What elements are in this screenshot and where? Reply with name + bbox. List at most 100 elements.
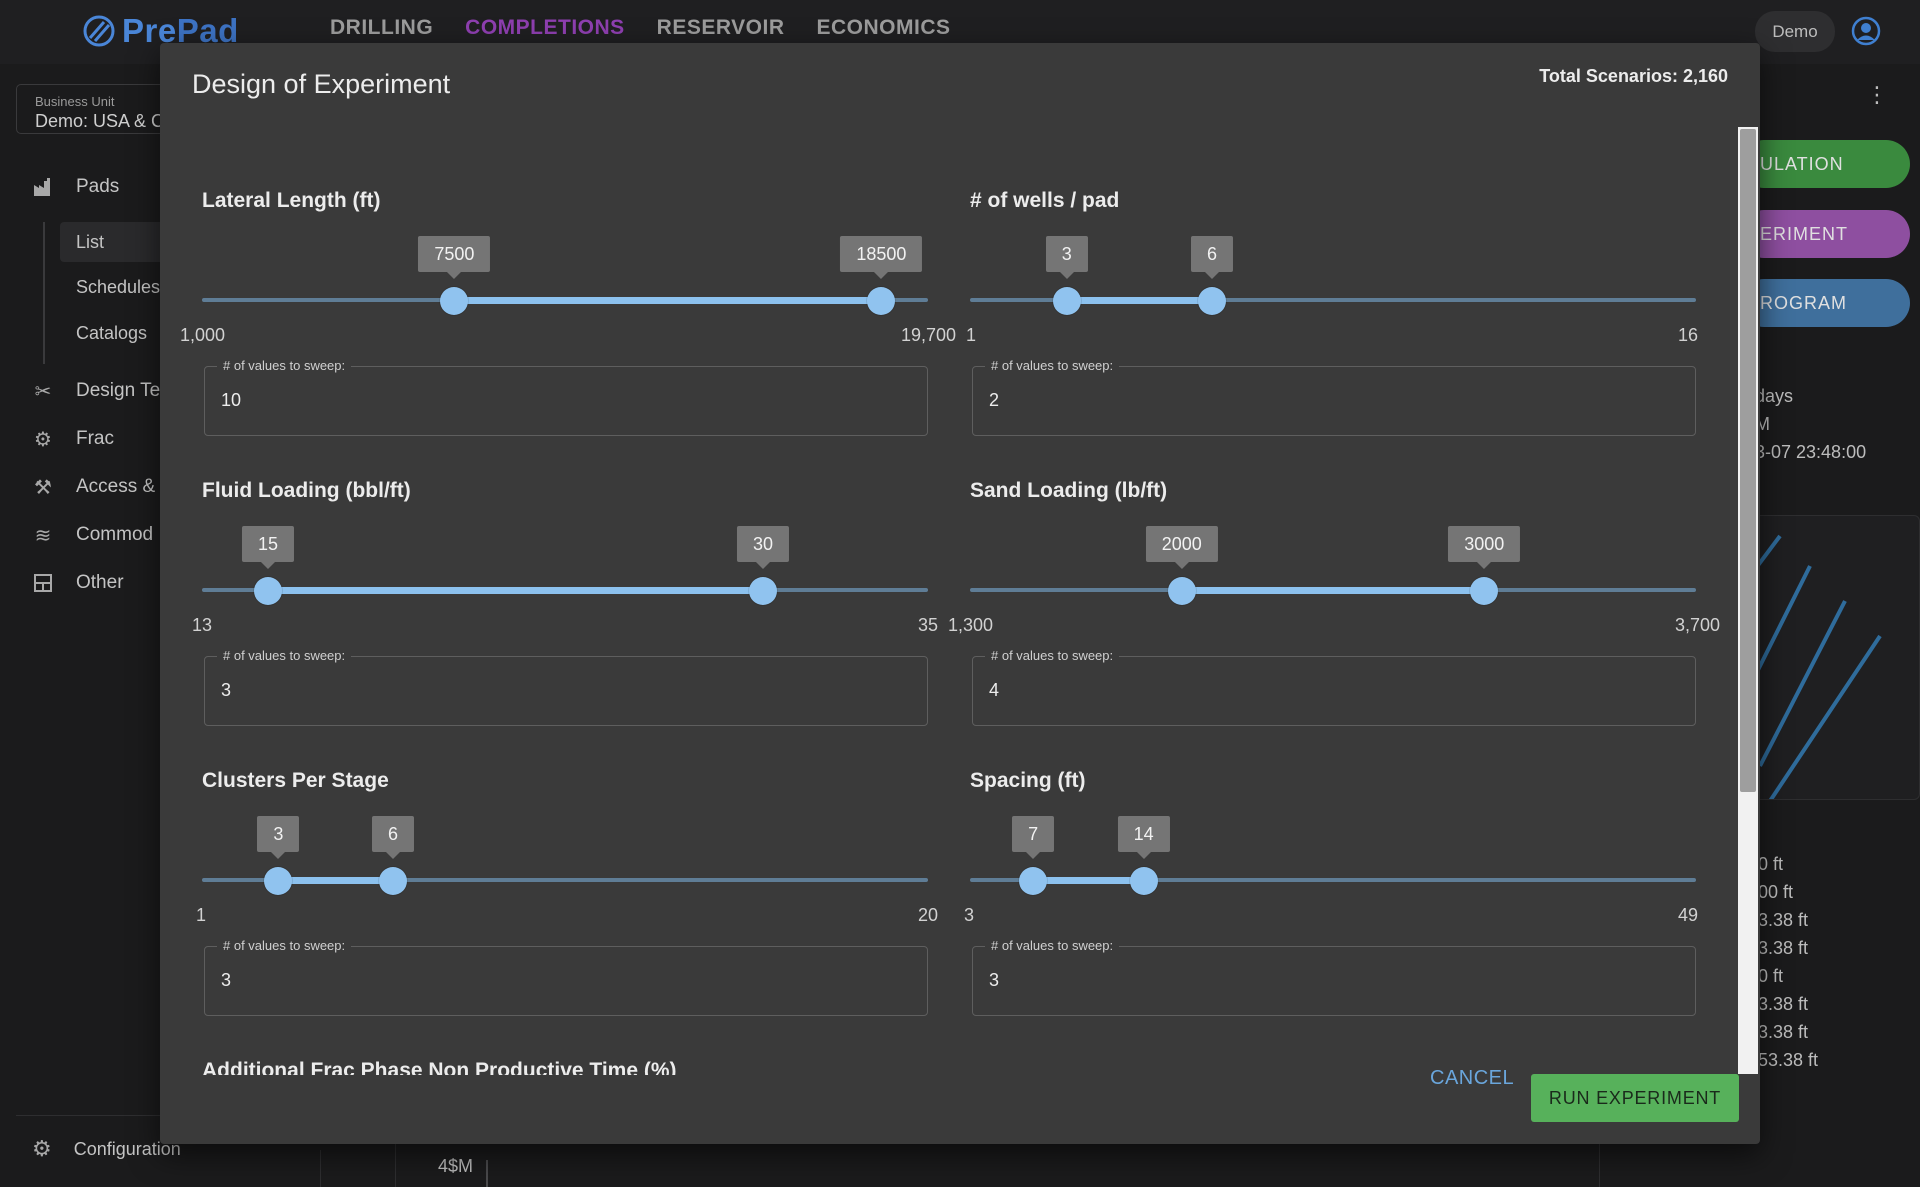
business-unit-label: Business Unit [35, 94, 115, 109]
slider-min-label: 1,300 [948, 615, 994, 635]
sidebar-item-label: Other [76, 572, 124, 593]
sweep-count-input[interactable] [989, 390, 1669, 411]
demo-chip[interactable]: Demo [1755, 11, 1835, 52]
slider-track[interactable] [202, 878, 928, 882]
design-experiment-button[interactable]: ERIMENT [1740, 210, 1910, 258]
sweep-count-label: # of values to sweep: [985, 938, 1120, 953]
background-panel [395, 1120, 1600, 1187]
info-line: 3-07 23:48:00 [1755, 442, 1867, 462]
slider-low-thumb[interactable] [1167, 577, 1196, 605]
list-item: 3.38 ft [1758, 910, 1809, 930]
program-button[interactable]: ROGRAM [1740, 279, 1910, 327]
more-vert-icon[interactable]: ⋮ [1866, 82, 1888, 107]
sweep-count-label: # of values to sweep: [985, 648, 1120, 663]
sweep-count-field[interactable]: # of values to sweep: [972, 938, 1696, 1016]
param-additional-npt: Additional Frac Phase Non Productive Tim… [202, 997, 928, 1075]
sidebar-item-label: Commod [76, 524, 154, 545]
panel-divider [320, 1150, 321, 1187]
sweep-count-field[interactable]: # of values to sweep: [204, 648, 928, 726]
param-sand-loading: Sand Loading (lb/ft) 2000 3000 1,300 3,7… [948, 417, 1720, 726]
logo-text: PrePad [122, 12, 239, 49]
sidebar-item-commodities[interactable]: ≋ Commod [32, 524, 154, 547]
wrench-icon: ⚒ [34, 476, 52, 499]
slider-low-thumb[interactable] [440, 287, 469, 315]
main-nav: DRILLING COMPLETIONS RESERVOIR ECONOMICS [330, 16, 951, 40]
slider-low-value: 7 [1012, 816, 1055, 859]
cancel-button[interactable]: CANCEL [1430, 1067, 1515, 1089]
sweep-count-field[interactable]: # of values to sweep: [972, 648, 1696, 726]
list-item: 53.38 ft [1758, 1050, 1819, 1070]
sidebar-item-other[interactable]: Other [32, 572, 124, 594]
slider-track[interactable] [970, 878, 1696, 882]
slider-min-label: 1,000 [180, 325, 226, 345]
sweep-count-label: # of values to sweep: [217, 938, 352, 953]
slider-high-thumb[interactable] [1470, 577, 1499, 605]
sidebar-item-frac[interactable]: ⚙ Frac [32, 428, 114, 451]
factory-icon [32, 176, 54, 198]
grid-icon [32, 572, 54, 594]
nav-completions[interactable]: COMPLETIONS [465, 16, 625, 39]
slider-high-value: 6 [1190, 236, 1234, 279]
sweep-count-input[interactable] [221, 970, 901, 991]
nav-reservoir[interactable]: RESERVOIR [656, 16, 785, 39]
sidebar-item-label: Access & [76, 476, 156, 497]
nav-drilling[interactable]: DRILLING [330, 16, 434, 39]
slider-range [268, 587, 763, 594]
slider-high-thumb[interactable] [1198, 287, 1226, 315]
slider-high-thumb[interactable] [379, 867, 408, 895]
list-item: 0 ft [1758, 854, 1784, 874]
sweep-count-field[interactable]: # of values to sweep: [972, 358, 1696, 436]
sidebar-subitem-schedules[interactable]: Schedules [76, 276, 161, 297]
prepad-logo[interactable]: PrePad [82, 12, 239, 50]
slider-low-thumb[interactable] [254, 577, 282, 605]
slider-high-thumb[interactable] [1129, 867, 1158, 895]
list-item: 3.38 ft [1758, 938, 1809, 958]
sweep-count-label: # of values to sweep: [985, 358, 1120, 373]
slider-high-thumb[interactable] [749, 577, 777, 605]
gear-icon: ⚙ [32, 1136, 52, 1161]
run-simulation-button[interactable]: ULATION [1740, 140, 1910, 188]
slider-low-value: 7500 [418, 236, 491, 279]
sweep-count-input[interactable] [221, 390, 901, 411]
sidebar-item-pads[interactable]: Pads [32, 176, 119, 198]
list-item: 0 ft [1758, 966, 1784, 986]
param-lateral-length: Lateral Length (ft) 7500 18500 1,000 19,… [180, 127, 956, 436]
slider-low-thumb[interactable] [264, 867, 293, 895]
slider-low-thumb[interactable] [1052, 287, 1081, 315]
dialog-content: Lateral Length (ft) 7500 18500 1,000 19,… [160, 127, 1740, 1075]
run-experiment-button[interactable]: RUN EXPERIMENT [1531, 1074, 1739, 1122]
slider-high-value: 3000 [1448, 526, 1521, 569]
slider-range [1033, 877, 1144, 884]
total-scenarios: Total Scenarios: 2,160 [1539, 66, 1728, 86]
slider-max-label: 20 [917, 905, 938, 925]
sidebar-item-label: Frac [76, 428, 114, 449]
submenu-line [43, 222, 45, 364]
sweep-count-input[interactable] [221, 680, 901, 701]
slider-high-thumb[interactable] [867, 287, 896, 315]
slider-low-thumb[interactable] [1019, 867, 1048, 895]
param-title: Sand Loading (lb/ft) [970, 479, 1168, 502]
axis-label: 4$M [438, 1156, 474, 1176]
scrollbar-thumb[interactable] [1740, 129, 1756, 792]
slider-low-value: 15 [241, 526, 295, 569]
sweep-count-input[interactable] [989, 680, 1669, 701]
list-item: 00 ft [1758, 882, 1794, 902]
configuration-label: Configuration [73, 1138, 181, 1159]
sidebar-item-label: Pads [76, 176, 120, 197]
sweep-count-field[interactable]: # of values to sweep: [204, 358, 928, 436]
slider-low-value: 3 [1045, 236, 1088, 279]
slider-high-value: 14 [1117, 816, 1170, 859]
slider-max-label: 49 [1677, 905, 1698, 925]
account-icon[interactable] [1851, 16, 1881, 46]
slider-range [278, 877, 394, 884]
sidebar-item-access[interactable]: ⚒ Access & [32, 476, 156, 499]
sweep-count-input[interactable] [989, 970, 1669, 991]
sweep-count-field[interactable]: # of values to sweep: [204, 938, 928, 1016]
slider-max-label: 35 [917, 615, 938, 635]
sidebar-subitem-catalogs[interactable]: Catalogs [76, 322, 148, 343]
sweep-count-label: # of values to sweep: [217, 358, 352, 373]
slider-track[interactable] [970, 298, 1696, 302]
sidebar-configuration[interactable]: ⚙ Configuration [32, 1136, 181, 1162]
nav-economics[interactable]: ECONOMICS [816, 16, 951, 39]
sidebar-item-design-templates[interactable]: ✂ Design Te [32, 380, 161, 403]
